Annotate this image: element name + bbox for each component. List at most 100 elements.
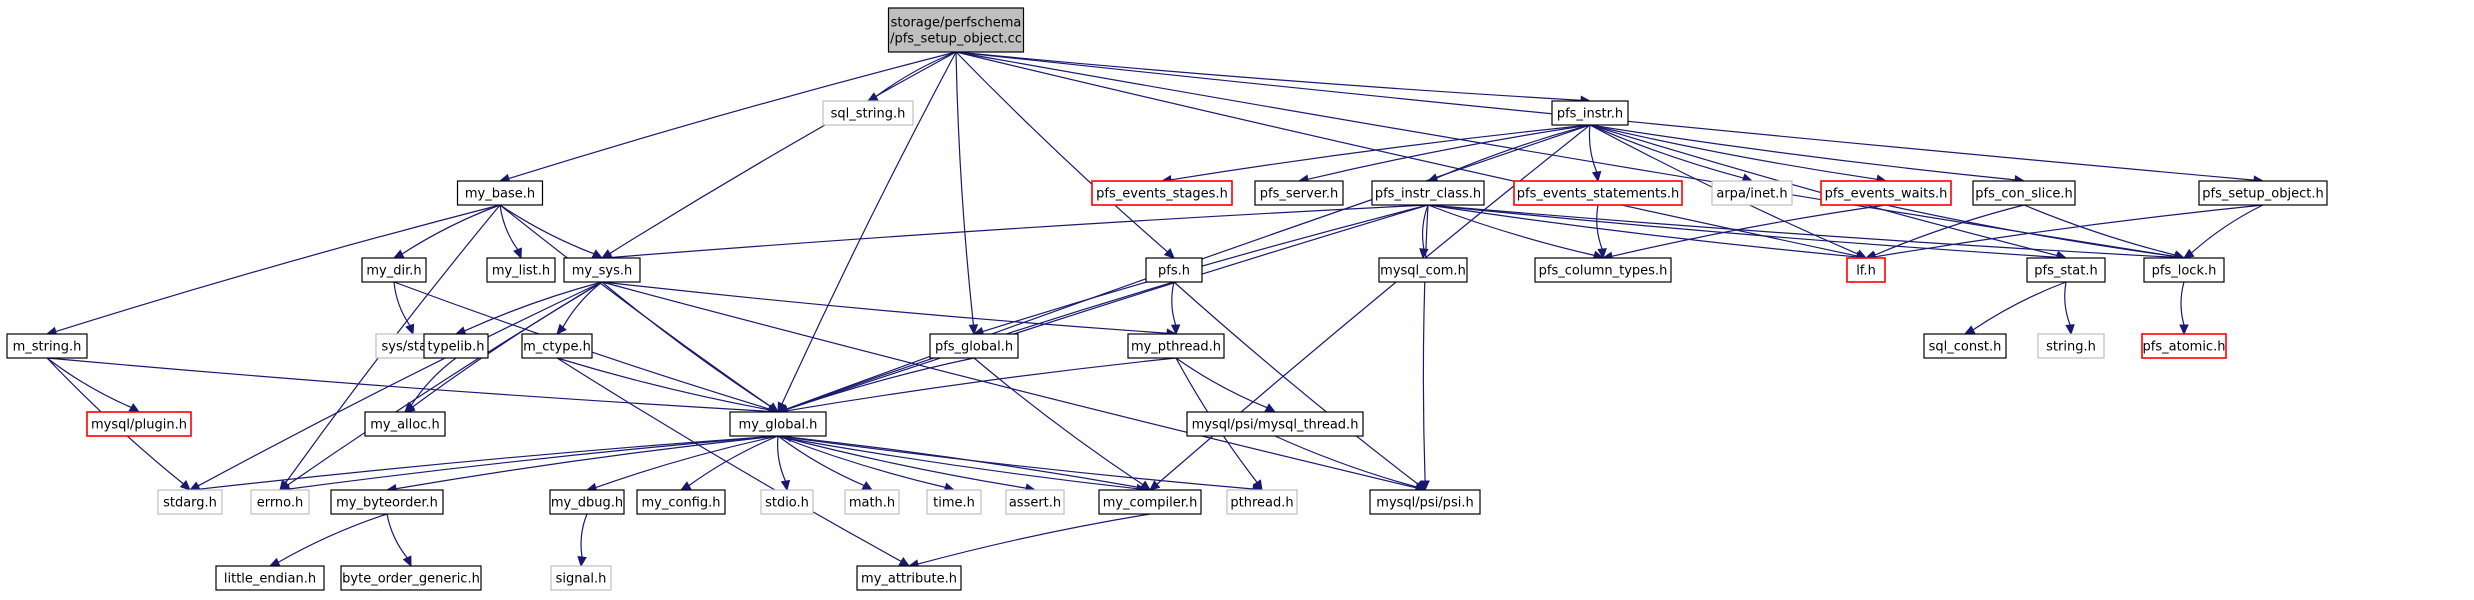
node-label: little_endian.h [224,572,316,587]
edge-my_base-to-my_list [499,204,522,260]
edge-line [580,513,588,558]
node-pfs-instr[interactable]: pfs_instr.h [1551,100,1629,126]
node-label: typelib.h [428,340,485,355]
node-box [760,489,814,515]
node-pfs-setup-object[interactable]: pfs_setup_object.h [2198,180,2328,206]
edge-arrowhead [404,401,415,413]
edge-line [2191,204,2264,254]
node-my-pthread[interactable]: my_pthread.h [1127,333,1225,359]
node-mysql-com[interactable]: mysql_com.h [1378,257,1468,283]
node-pfs-global[interactable]: pfs_global.h [929,333,1019,359]
node-typelib[interactable]: typelib.h [423,333,489,359]
node-my-byteorder[interactable]: my_byteorder.h [330,489,444,515]
edge-pfs_con_slice-to-pfs_lock [2023,204,2186,260]
node-pfs-events-waits[interactable]: pfs_events_waits.h [1820,180,1952,206]
edge-line [386,513,408,559]
edge-pfs_h-to-mysql_psi [1173,281,1426,491]
node-my-list[interactable]: my_list.h [486,257,556,283]
node-my-sys[interactable]: my_sys.h [563,257,641,283]
node-box [6,333,88,359]
node-my-global[interactable]: my_global.h [729,411,827,437]
node-box [822,100,914,126]
edge-line [773,435,1138,490]
node-box [856,565,962,591]
node-assert-h[interactable]: assert.h [1005,489,1065,515]
node-label: m_string.h [13,340,82,355]
edge-line [556,357,770,411]
node-pfs-instr-class[interactable]: pfs_instr_class.h [1371,180,1485,206]
node-stdio[interactable]: stdio.h [760,489,814,515]
node-byte-order-generic[interactable]: byte_order_generic.h [340,565,482,591]
node-my-base[interactable]: my_base.h [456,180,544,206]
node-pthread[interactable]: pthread.h [1226,489,1298,515]
node-my-dbug[interactable]: my_dbug.h [549,489,625,515]
node-pfs-lock[interactable]: pfs_lock.h [2143,257,2225,283]
node-pfs-events-statements[interactable]: pfs_events_statements.h [1513,180,1683,206]
edge-line [1307,124,1591,180]
edge-my_base-to-m_string [45,204,501,336]
edge-root-to-pfs_h [955,51,1175,259]
edge-line [601,281,772,408]
node-pfs-stat[interactable]: pfs_stat.h [2026,257,2106,283]
node-label: pfs_setup_object.h [2202,187,2323,202]
node-math[interactable]: math.h [844,489,900,515]
node-label: pfs_column_types.h [1539,264,1668,279]
node-mysql-psi[interactable]: mysql/psi/psi.h [1369,489,1481,515]
edge-line [786,357,1177,412]
node-pfs-column-types[interactable]: pfs_column_types.h [1534,257,1672,283]
edge-line [973,357,1144,486]
node-errno[interactable]: errno.h [250,489,310,515]
node-label: pfs_stat.h [2034,264,2097,279]
node-label: arpa/inet.h [1716,187,1787,202]
edge-line [781,51,957,405]
node-little-endian[interactable]: little_endian.h [215,565,325,591]
edge-line [917,513,1151,565]
edge-line [1596,204,1603,250]
node-pfs-atomic[interactable]: pfs_atomic.h [2141,333,2227,359]
edge-line [955,51,1582,101]
node-my-compiler[interactable]: my_compiler.h [1098,489,1202,515]
node-lf[interactable]: lf.h [1846,257,1886,283]
node-label: my_dir.h [366,264,421,279]
node-my-dir[interactable]: my_dir.h [361,257,427,283]
node-box [2037,333,2105,359]
node-m-ctype[interactable]: m_ctype.h [521,333,593,359]
node-signal-h[interactable]: signal.h [550,565,612,591]
edge-line [610,204,1429,259]
node-pfs-server[interactable]: pfs_server.h [1254,180,1344,206]
node-stdarg[interactable]: stdarg.h [157,489,223,515]
edge-pfs_instr_class-to-my_sys [600,204,1429,263]
edge-line [401,204,501,255]
node-sql-string[interactable]: sql_string.h [822,100,914,126]
node-mysql-thread[interactable]: mysql/psi/mysql_thread.h [1186,411,1364,437]
node-my-attribute[interactable]: my_attribute.h [856,565,962,591]
edge-line [55,204,501,333]
node-time-h[interactable]: time.h [926,489,982,515]
node-pfs-h[interactable]: pfs.h [1145,257,1203,283]
edge-line [688,435,779,487]
node-sql-const[interactable]: sql_const.h [1923,333,2007,359]
node-root[interactable]: storage/perfschema/pfs_setup_object.cc [887,7,1025,53]
node-box [1186,411,1364,437]
node-box [929,333,1019,359]
node-label: string.h [2046,340,2096,355]
edge-pfs_instr-to-pfs_events_waits [1589,124,1888,184]
node-m-string[interactable]: m_string.h [6,333,88,359]
node-arpa-inet[interactable]: arpa/inet.h [1711,180,1793,206]
node-mysql-plugin[interactable]: mysql/plugin.h [86,411,192,437]
edge-line [556,357,902,562]
node-box [2198,180,2328,206]
node-string-h[interactable]: string.h [2037,333,2105,359]
node-label: pthread.h [1230,496,1293,511]
node-label: pfs_instr_class.h [1375,187,1481,202]
node-box [1145,257,1203,283]
node-my-alloc[interactable]: my_alloc.h [364,411,446,437]
node-box [926,489,982,515]
node-label: byte_order_generic.h [342,572,480,587]
node-box [1254,180,1344,206]
node-pfs-con-slice[interactable]: pfs_con_slice.h [1972,180,2076,206]
node-pfs-events-stages[interactable]: pfs_events_stages.h [1091,180,1233,206]
edge-arrowhead [268,557,281,567]
edge-arrowhead [861,481,874,491]
node-my-config[interactable]: my_config.h [636,489,726,515]
